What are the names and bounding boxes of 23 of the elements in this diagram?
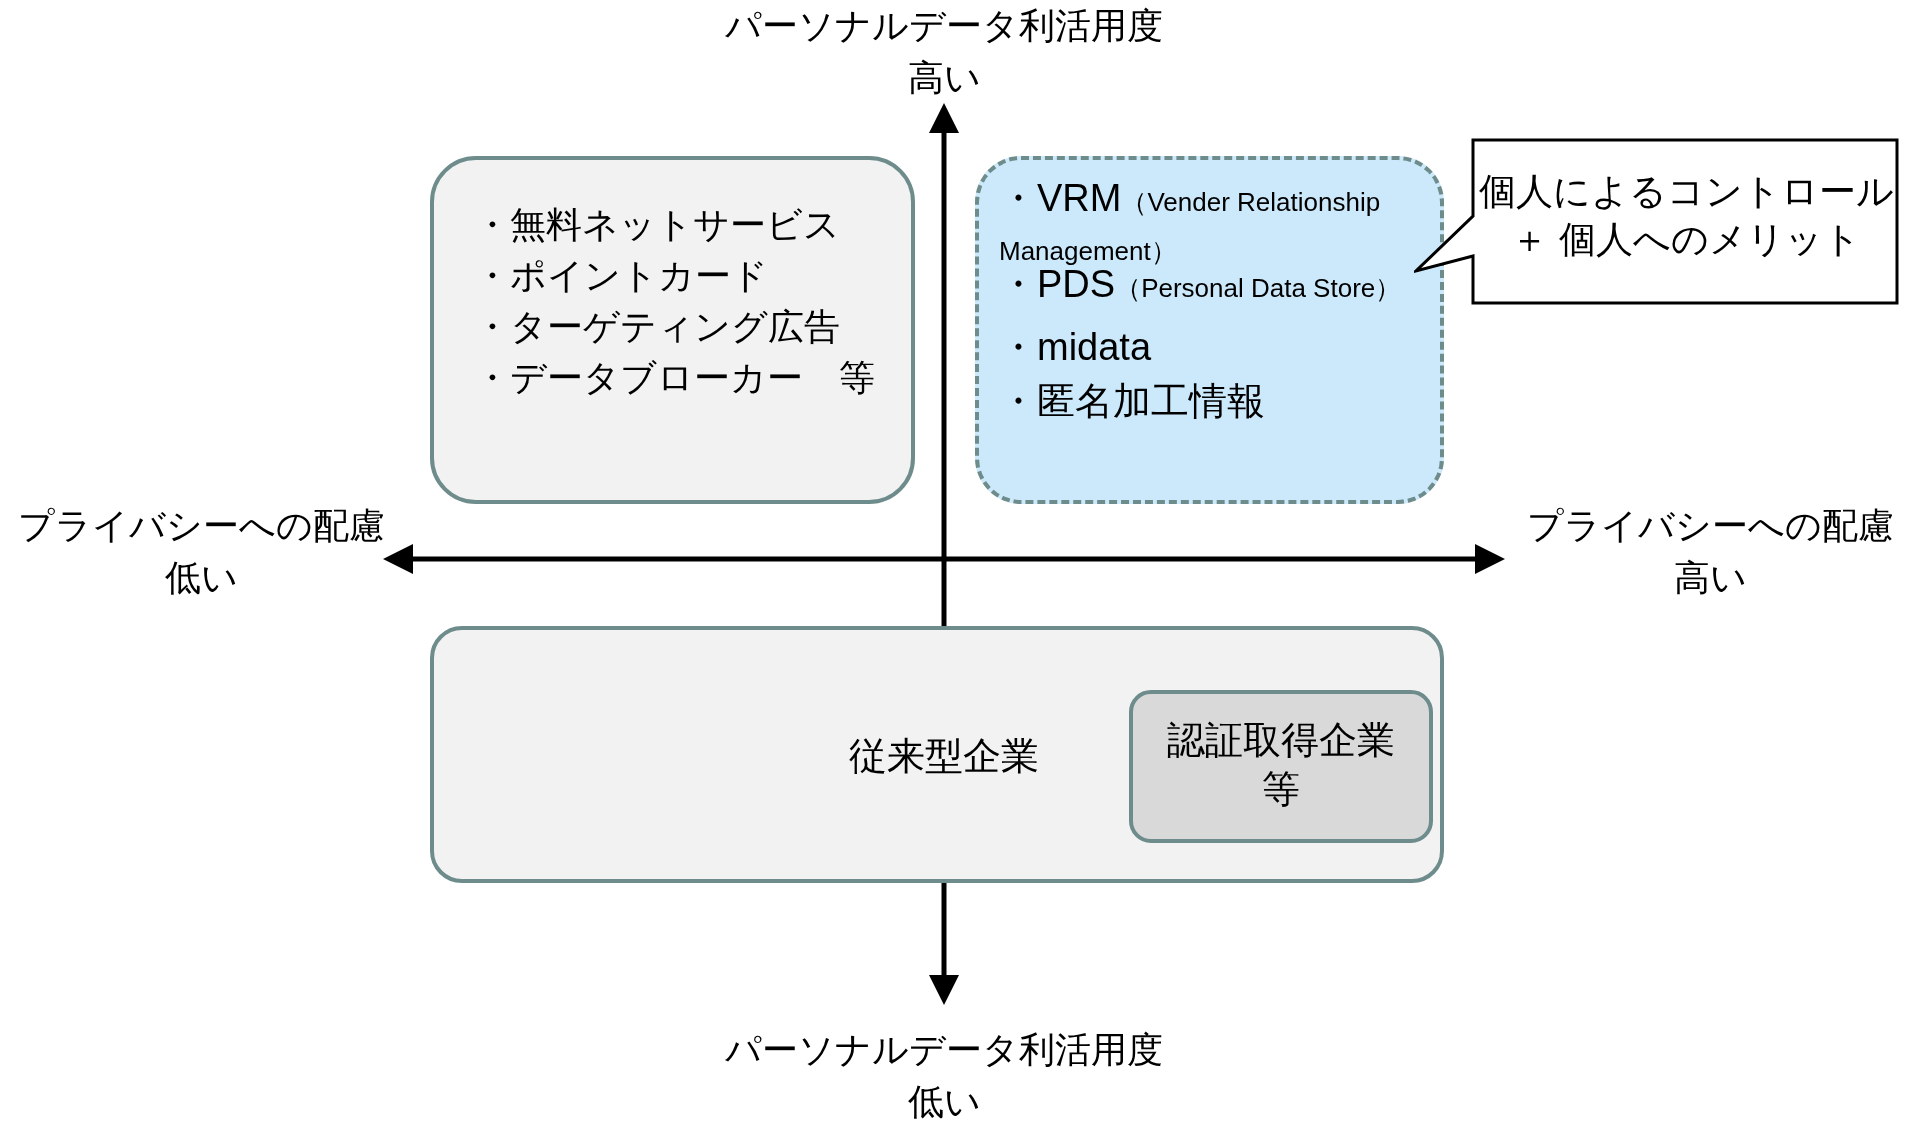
list-item: ・無料ネットサービス <box>474 204 840 246</box>
box-label: 認証取得企業等 <box>1166 718 1396 813</box>
category-box <box>430 626 1444 883</box>
list-item: ・データブローカー 等 <box>474 357 875 399</box>
axis-label: プライバシーへの配慮 <box>17 508 385 544</box>
axis-label: パーソナルデータ利活用度 <box>725 8 1163 44</box>
axis-label: 低い <box>164 560 238 596</box>
category-box <box>975 156 1444 504</box>
list-item: ・ポイントカード <box>474 255 768 297</box>
list-item: ・midata <box>999 328 1153 366</box>
axis-label: 高い <box>1673 560 1747 596</box>
list-item: ・VRM（Vender Relationship Management） <box>999 176 1382 269</box>
list-item: ・匿名加工情報 <box>999 382 1266 420</box>
callout-text: 個人によるコントロール＋ 個人へのメリット <box>1477 170 1895 263</box>
list-item: ・ターゲティング広告 <box>474 306 840 348</box>
axis-label: 高い <box>907 60 981 96</box>
axis-label: 低い <box>907 1084 981 1120</box>
callout-box <box>1414 138 1899 305</box>
box-label: 従来型企業 <box>848 736 1040 778</box>
axis-label: パーソナルデータ利活用度 <box>725 1032 1163 1068</box>
category-box <box>1129 690 1433 843</box>
axis-label: プライバシーへの配慮 <box>1526 508 1894 544</box>
category-box <box>430 156 915 504</box>
